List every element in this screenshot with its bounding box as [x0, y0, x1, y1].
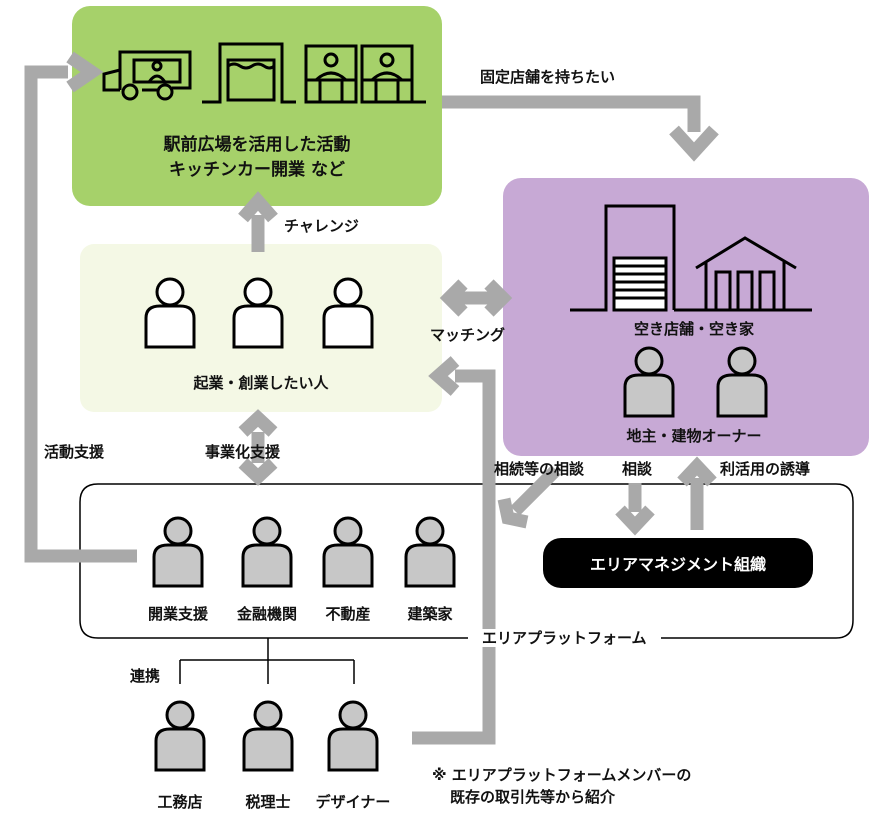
consult-arrow-head [615, 505, 655, 536]
referral-arrow-head [428, 356, 460, 396]
commercialization-support-label: 事業化支援 [205, 443, 281, 461]
consult-label: 相談 [622, 460, 653, 478]
challenge-box-line2: キッチンカー開業 など [169, 159, 345, 180]
vacant-store-illustration [570, 204, 676, 312]
area-platform-frame [79, 483, 854, 639]
member-real-estate: 不動産 [325, 605, 371, 623]
challenge-label: チャレンジ [284, 217, 359, 235]
activity-support-label: 活動支援 [44, 443, 105, 461]
utilization-arrow-head [677, 456, 717, 487]
fixed-store-arrow-line [442, 95, 701, 132]
kitchen-car-illustration [102, 50, 192, 101]
area-management-label: エリアマネジメント組織 [589, 555, 766, 574]
designer-person [327, 700, 379, 772]
challenge-arrow-head [238, 191, 278, 223]
challenge-box-line1: 駅前広場を活用した活動 [163, 135, 351, 155]
contractor-person [154, 700, 206, 772]
member-financial-institution: 金融機関 [236, 605, 297, 623]
vacant-house-illustration [674, 236, 812, 312]
partner-designer: デザイナー [315, 793, 391, 811]
vacant-property-box [503, 178, 869, 456]
market-stall-left-illustration [304, 44, 358, 104]
opening-support-person [152, 516, 204, 588]
member-architect: 建築家 [407, 605, 453, 623]
member-opening-support: 開業支援 [147, 605, 208, 623]
partner-tax-accountant: 税理士 [245, 793, 291, 811]
partner-contractor: 工務店 [157, 793, 203, 811]
challenge-box [72, 6, 442, 206]
referral-arrow-line [412, 369, 496, 745]
area-platform-label: エリアプラットフォーム [468, 629, 661, 647]
challenge-box-text: 駅前広場を活用した活動 キッチンカー開業 など [72, 133, 442, 182]
landowners-label: 地主・建物オーナー [626, 427, 762, 445]
link-connector [179, 638, 355, 684]
vacant-property-label: 空き店舗・空き家 [633, 320, 754, 338]
commercialization-arrow-head-up [238, 409, 278, 437]
entrepreneurs-label: 起業・創業したい人 [193, 374, 329, 392]
link-label: 連携 [130, 667, 161, 685]
architect-person [404, 516, 456, 588]
inheritance-arrow-line [510, 465, 561, 516]
matching-arrow-head-right [484, 279, 513, 317]
activity-support-arrow-head [66, 51, 104, 93]
financial-institution-person [241, 516, 293, 588]
market-stall-right-illustration [360, 44, 426, 104]
referral-note-line2: 既存の取引先等から紹介 [450, 787, 616, 806]
inheritance-consult-label: 相続等の相談 [494, 460, 585, 478]
want-fixed-store-label: 固定店舗を持ちたい [480, 68, 616, 86]
area-management-badge: エリアマネジメント組織 [543, 538, 813, 588]
real-estate-person [322, 516, 374, 588]
fixed-store-arrow-head [669, 125, 719, 162]
utilization-label: 利活用の誘導 [720, 460, 811, 478]
food-stall-illustration [202, 42, 296, 104]
referral-note: ※ エリアプラットフォームメンバーの 既存の取引先等から紹介 [432, 765, 691, 809]
inheritance-arrow-head [497, 497, 529, 529]
tax-accountant-person [242, 700, 294, 772]
activity-support-arrow-line [24, 65, 137, 563]
referral-note-line1: ※ エリアプラットフォームメンバーの [432, 766, 692, 784]
commercialization-arrow-head-down [238, 458, 278, 486]
matching-label: マッチング [430, 326, 506, 344]
matching-arrow-head-left [439, 279, 468, 317]
